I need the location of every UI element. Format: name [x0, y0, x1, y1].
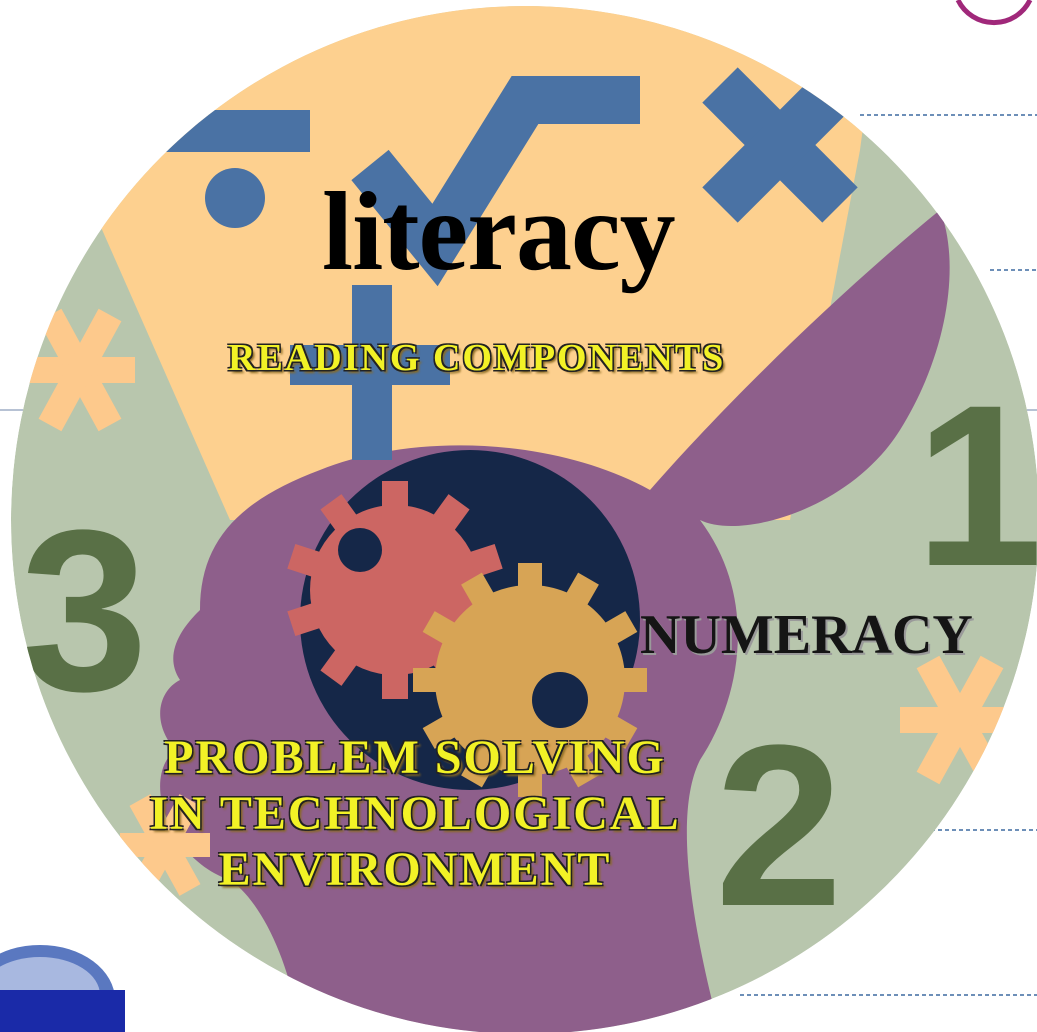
- digit-three: 3: [20, 482, 148, 739]
- problem-solving-line: IN TECHNOLOGICAL: [149, 787, 681, 840]
- gear-tooth: [287, 602, 322, 637]
- problem-solving-label: PROBLEM SOLVING IN TECHNOLOGICAL ENVIRON…: [70, 730, 760, 898]
- reading-components-label: READING COMPONENTS: [228, 337, 726, 379]
- digit-one: 1: [915, 357, 1037, 614]
- gear-tooth: [565, 572, 599, 608]
- gear-tooth: [602, 611, 638, 645]
- gear-tooth: [621, 668, 647, 692]
- math-symbols: [150, 38, 858, 460]
- gear-tooth: [382, 481, 408, 509]
- gear-tooth: [468, 543, 503, 578]
- gear-icon: [287, 450, 647, 797]
- gear-tooth: [413, 668, 439, 692]
- problem-solving-line: ENVIRONMENT: [218, 843, 612, 896]
- gear-tooth: [320, 647, 358, 686]
- plus-icon: [290, 285, 450, 460]
- gear-tooth: [518, 563, 542, 589]
- problem-solving-line: PROBLEM SOLVING: [164, 731, 666, 784]
- gear-tooth: [602, 715, 638, 749]
- gear-tooth: [382, 671, 408, 699]
- asterisk-icon: [25, 308, 135, 432]
- circle-logo-icon: [955, 0, 1033, 25]
- digit-two: 2: [715, 697, 843, 954]
- globe-logo-icon: [0, 945, 125, 1032]
- gear-tooth: [320, 494, 358, 533]
- gear-tooth: [422, 715, 458, 749]
- literacy-title: literacy: [322, 170, 676, 294]
- gear-tooth: [565, 752, 599, 788]
- gear-tooth: [422, 611, 458, 645]
- gear-tooth: [518, 771, 542, 797]
- gear-tooth: [461, 572, 495, 608]
- dashed-lines: [740, 114, 1037, 996]
- gear-tooth: [461, 752, 495, 788]
- square-root-icon: [351, 76, 640, 287]
- numeracy-label: NUMERACY: [640, 604, 973, 666]
- gear-tooth: [287, 543, 322, 578]
- circle-artwork: 1 2 3: [11, 6, 1037, 1032]
- multiply-icon: [702, 67, 858, 223]
- gear-tooth: [432, 494, 470, 533]
